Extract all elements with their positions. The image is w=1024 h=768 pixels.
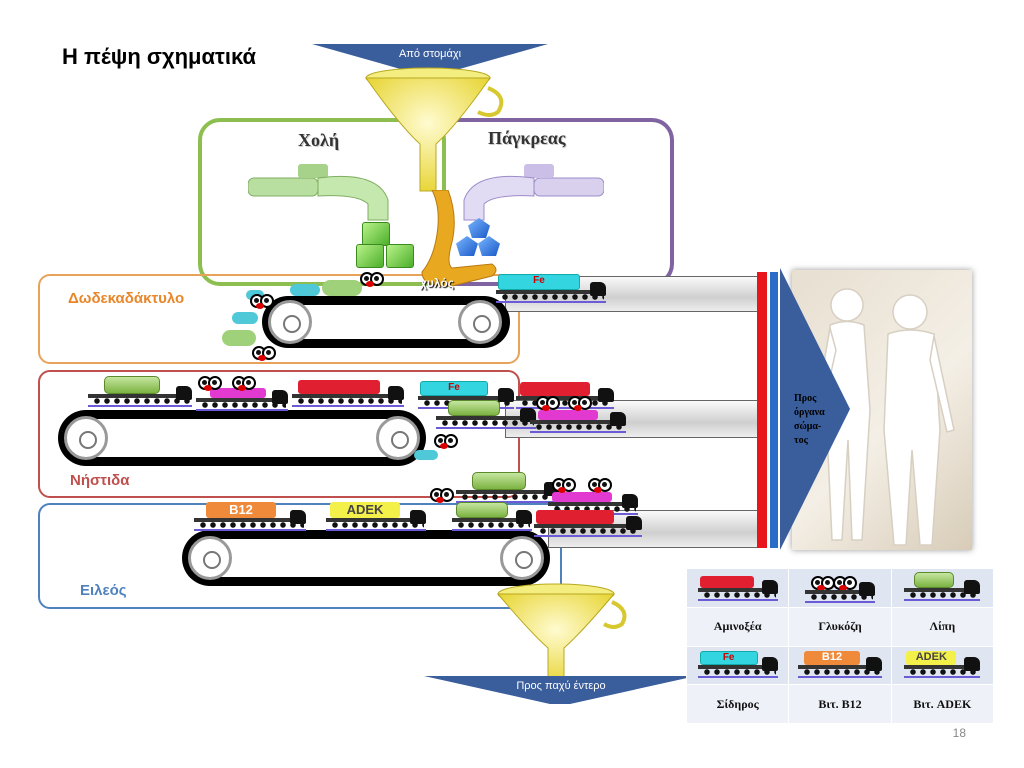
glucose-molecule bbox=[252, 346, 276, 362]
pancreas-enzyme-2 bbox=[478, 236, 500, 256]
legend-glucose-icon bbox=[788, 568, 892, 608]
duodenum-gear-right bbox=[458, 300, 502, 344]
legend-adek-cargo-label: ADEK bbox=[906, 651, 957, 666]
bottom-funnel bbox=[496, 583, 627, 685]
glucose-molecule bbox=[360, 272, 384, 288]
glucose-molecule bbox=[536, 396, 560, 412]
legend-amino-label: Αμινοξέα bbox=[685, 606, 790, 647]
to-large-intestine-label: Προς παχύ έντερο bbox=[516, 680, 606, 692]
glucose-molecule bbox=[250, 294, 274, 310]
adek-truck: ADEK bbox=[326, 502, 426, 531]
to-large-intestine-arrow bbox=[424, 676, 696, 704]
legend-b12-label: Βιτ. B12 bbox=[788, 684, 892, 724]
chyme-stream bbox=[421, 190, 497, 287]
iron-truck: Fe bbox=[496, 274, 606, 303]
fat-pill bbox=[222, 330, 256, 346]
fat-truck bbox=[436, 400, 536, 429]
amino-truck bbox=[534, 510, 642, 537]
glucose-molecule bbox=[552, 478, 576, 494]
legend-b12-cargo-label: B12 bbox=[803, 651, 860, 666]
glucose-molecule bbox=[434, 434, 458, 450]
bile-cube-1 bbox=[362, 222, 390, 246]
ileum-zone bbox=[38, 503, 562, 609]
pancreas-tap-icon bbox=[463, 164, 604, 221]
bile-label: Χολή bbox=[298, 130, 340, 150]
page-title: Η πέψη σχηματικά bbox=[62, 44, 257, 69]
amino-pill bbox=[414, 450, 438, 460]
to-body-text: Προς όργανα σώμα- τος bbox=[794, 392, 825, 448]
glucose-molecule bbox=[588, 478, 612, 494]
b12-truck: B12 bbox=[194, 502, 306, 531]
legend-iron-label: Σίδηρος bbox=[685, 684, 790, 724]
glucose-molecule bbox=[568, 396, 592, 412]
glucose-molecule bbox=[430, 488, 454, 504]
ileum-gear-left bbox=[188, 536, 232, 580]
duodenum-zone bbox=[38, 274, 520, 364]
ileum-label: Ειλεός bbox=[80, 582, 127, 599]
iron-cargo-label: Fe bbox=[498, 274, 580, 290]
amino-truck bbox=[292, 380, 404, 407]
legend-amino-icon bbox=[685, 568, 790, 608]
bile-cube-2 bbox=[386, 244, 414, 268]
adek-cargo-label: ADEK bbox=[330, 502, 400, 518]
legend-iron-cargo-label: Fe bbox=[699, 651, 758, 666]
ileum-belt bbox=[182, 530, 550, 586]
from-stomach-arrow bbox=[312, 44, 548, 74]
legend-glucose-label: Γλυκόζη bbox=[788, 606, 892, 647]
to-body-line-2: όργανα bbox=[794, 407, 825, 418]
jejunum-belt bbox=[58, 410, 426, 466]
duodenum-label: Δωδεκαδάκτυλο bbox=[68, 290, 185, 307]
legend-adek-icon: ADEK bbox=[890, 645, 995, 686]
from-stomach-label: Από στομάχι bbox=[398, 48, 462, 60]
page-number: 18 bbox=[952, 726, 966, 740]
bile-tap-icon bbox=[248, 164, 389, 221]
duodenum-gear-left bbox=[268, 300, 312, 344]
b12-cargo-label: B12 bbox=[206, 502, 276, 518]
legend-fat-icon bbox=[890, 568, 995, 608]
amino-pill bbox=[232, 312, 258, 324]
legend-b12-icon: B12 bbox=[788, 645, 892, 686]
iron-cargo-label: Fe bbox=[420, 381, 488, 396]
jejunum-gear-right bbox=[376, 416, 420, 460]
glucose-truck bbox=[530, 408, 626, 433]
amino-truck bbox=[516, 382, 614, 409]
glucose-molecule bbox=[232, 376, 256, 392]
fat-truck bbox=[88, 376, 192, 407]
artery-bar bbox=[757, 272, 767, 548]
fat-pill bbox=[322, 280, 362, 296]
glucose-truck bbox=[196, 386, 288, 411]
top-funnel bbox=[365, 67, 504, 192]
pancreas-enzyme-3 bbox=[456, 236, 478, 256]
bile-cube-3 bbox=[356, 244, 384, 268]
to-body-line-1: Προς bbox=[794, 393, 817, 404]
ileum-gear-right bbox=[500, 536, 544, 580]
legend-fat-label: Λίπη bbox=[890, 606, 995, 647]
legend-adek-label: Βιτ. ADEK bbox=[890, 684, 995, 724]
amino-pill bbox=[290, 284, 320, 296]
pancreas-enzyme-1 bbox=[468, 218, 490, 238]
jejunum-gear-left bbox=[64, 416, 108, 460]
glucose-molecule bbox=[198, 376, 222, 392]
vein-bar bbox=[770, 272, 778, 548]
to-body-line-3: σώμα- bbox=[794, 421, 822, 432]
legend-iron-icon: Fe bbox=[685, 645, 790, 686]
legend-table: Αμινοξέα Γλυκόζη Λίπη Fe B12 ADEK Σίδηρο… bbox=[685, 568, 995, 724]
pancreas-label: Πάγκρεας bbox=[488, 128, 566, 148]
fat-truck bbox=[456, 472, 560, 503]
fat-truck bbox=[452, 502, 532, 531]
to-body-arrow bbox=[780, 268, 850, 550]
chyme-label: χυλός bbox=[420, 276, 454, 290]
jejunum-label: Νήστιδα bbox=[70, 472, 130, 489]
to-body-line-4: τος bbox=[794, 435, 808, 446]
